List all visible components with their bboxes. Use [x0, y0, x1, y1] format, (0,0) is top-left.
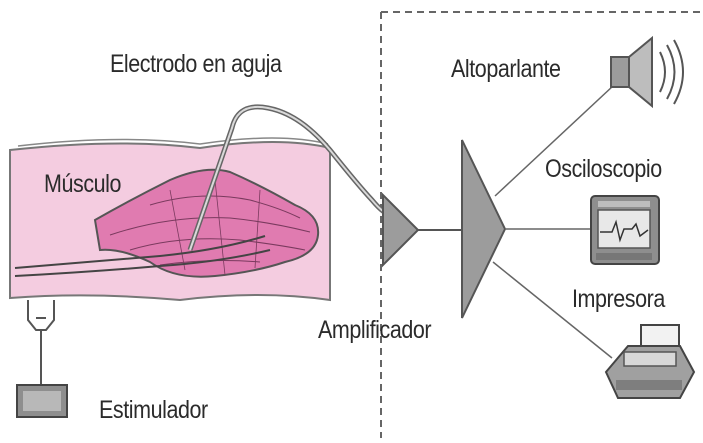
stimulator-icon	[16, 384, 68, 418]
oscilloscope-icon	[590, 195, 660, 265]
output-connections	[492, 71, 629, 359]
nerve-fibers	[14, 235, 271, 277]
muscle-label: Músculo	[44, 170, 122, 198]
electrode-cable	[187, 104, 389, 251]
amplifier-label: Amplificador	[318, 316, 432, 344]
equipment-boundary	[380, 11, 703, 438]
printer-icon	[604, 324, 696, 399]
speaker-label: Altoparlante	[451, 55, 561, 83]
printer-label: Impresora	[572, 285, 665, 313]
speaker-icon	[610, 35, 684, 109]
needle-electrode-label: Electrodo en aguja	[110, 50, 282, 78]
stimulator-label: Estimulador	[99, 396, 208, 424]
amplifier-icon	[461, 139, 507, 319]
stimulating-electrode	[27, 300, 55, 385]
preamplifier-icon	[382, 192, 420, 268]
oscilloscope-label: Osciloscopio	[545, 155, 662, 183]
